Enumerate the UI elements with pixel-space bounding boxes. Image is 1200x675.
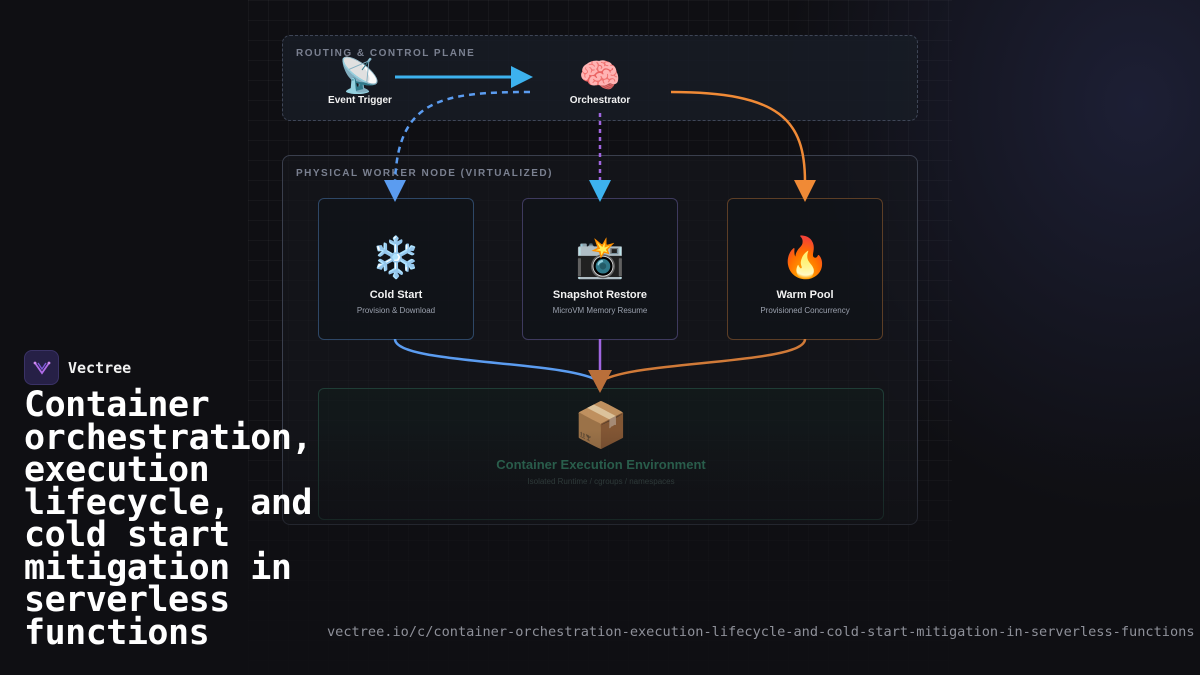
event-trigger-label: Event Trigger [328,95,392,106]
orchestrator-node: 🧠 Orchestrator [540,57,660,106]
cold-start-to-env-path [393,338,601,384]
orchestrator-to-cold-start-path [393,90,531,183]
cold-start-title: Cold Start [369,289,423,301]
warm-pool-to-env-path [599,338,807,384]
cold-start-subtitle: Provision & Download [356,306,436,315]
brand: Vectree [24,350,131,385]
warm-pool-card: 🔥 Warm Pool Provisioned Concurrency [727,198,883,340]
snapshot-restore-title: Snapshot Restore [552,289,648,301]
event-trigger-node: 📡 Event Trigger [300,57,420,106]
worker-panel-label: PHYSICAL WORKER NODE (VIRTUALIZED) [296,168,553,179]
snapshot-arrowhead [589,180,611,202]
orchestrator-to-warm-pool-path [670,90,807,183]
vectree-logo-icon [24,350,59,385]
routing-panel-label: ROUTING & CONTROL PLANE [296,48,476,59]
fire-icon: 🔥 [780,236,830,280]
satellite-antenna-icon: 📡 [338,57,382,95]
warm-pool-subtitle: Provisioned Concurrency [760,306,850,315]
brand-name: Vectree [68,358,132,377]
trigger-arrowhead [511,66,533,88]
warm-pool-arrowhead [794,180,816,202]
cold-start-arrowhead [384,180,406,202]
page-url: vectree.io/c/container-orchestration-exe… [327,624,1195,640]
page-title: Container orchestration, execution lifec… [24,385,313,653]
snowflake-icon: ❄️ [371,236,421,280]
snapshot-restore-card: 📸 Snapshot Restore MicroVM Memory Resume [522,198,678,340]
routing-control-plane-panel: ROUTING & CONTROL PLANE [282,35,918,121]
warm-pool-title: Warm Pool [776,289,834,301]
environment-arrowhead [588,370,612,393]
camera-flash-icon: 📸 [575,236,625,280]
brain-icon: 🧠 [578,57,622,95]
snapshot-restore-subtitle: MicroVM Memory Resume [552,306,648,315]
cold-start-card: ❄️ Cold Start Provision & Download [318,198,474,340]
orchestrator-label: Orchestrator [569,95,631,106]
